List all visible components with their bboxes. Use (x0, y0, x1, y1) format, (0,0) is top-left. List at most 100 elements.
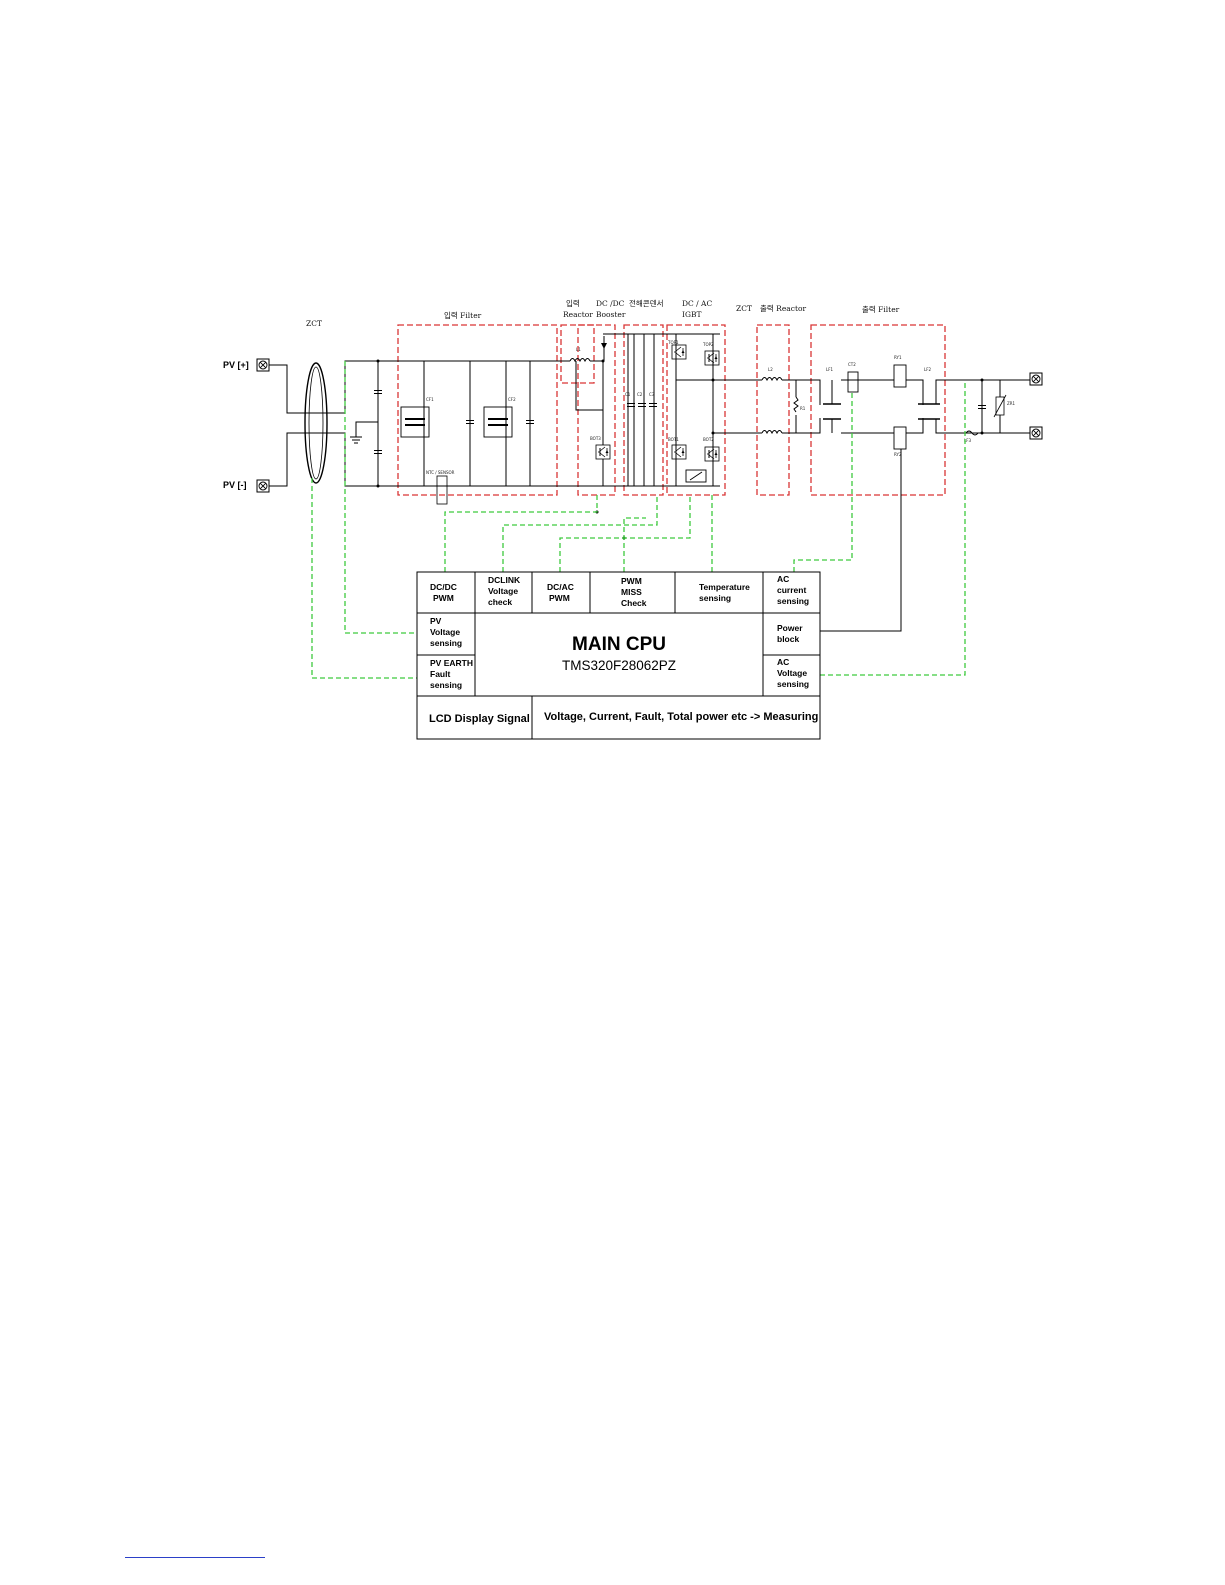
cell-line: AC (777, 574, 789, 584)
reactor-l1-icon (569, 358, 591, 362)
cell-line: DC/DC (430, 582, 457, 592)
output-filter-label: 출력 Filter (862, 304, 900, 314)
zct-output-label: ZCT (736, 304, 752, 313)
dc-ac-label-2: IGBT (682, 310, 701, 319)
main-cpu-block: DC/DC PWM DCLINK Voltage check DC/AC PWM… (416, 571, 821, 740)
bot3-label: BOT3 (590, 436, 601, 441)
cell-line: PV EARTH (430, 658, 473, 668)
cpu-cell-power-block: Power block (777, 623, 803, 644)
dc-ac-pwm-signal (559, 495, 691, 572)
cell-line: PV (430, 616, 442, 626)
cell-line: PWM (549, 593, 570, 603)
lf3-label: LF3 (964, 438, 972, 443)
cell-line: block (777, 634, 799, 644)
ac-output-n-connector-icon (1029, 426, 1043, 440)
booster-switch-icon (595, 444, 611, 460)
top1-label: TOP1 (667, 340, 679, 345)
output-reactor-block (756, 324, 790, 496)
cell-line: DC/AC (547, 582, 574, 592)
cell-line: sensing (699, 593, 731, 603)
cpu-title: MAIN CPU (572, 634, 666, 655)
c3-label: C3 (649, 392, 655, 397)
cpu-cell-pv-earth-fault: PV EARTH Fault sensing (430, 658, 473, 690)
cpu-cell-dcdc-pwm: DC/DC PWM (430, 582, 457, 603)
relay-ry1-icon (893, 364, 907, 388)
output-reactor-label: 출력 Reactor (760, 303, 806, 313)
cell-line: PWM (621, 576, 642, 586)
ry1-label: RY1 (894, 355, 902, 360)
lf1-label: LF1 (826, 367, 834, 372)
cell-line: Fault (430, 669, 450, 679)
cpu-cell-ac-current: AC current sensing (777, 574, 809, 606)
zct-input-label: ZCT (306, 319, 322, 328)
r1-label: R1 (800, 406, 806, 411)
ry2-label: RY2 (894, 452, 902, 457)
input-reactor-block (560, 324, 595, 384)
dclink-voltage-signal (502, 495, 658, 572)
c1-label: C1 (625, 392, 631, 397)
cell-line: sensing (777, 679, 809, 689)
cell-line: Temperature (699, 582, 750, 592)
bot1-label: BOT1 (668, 437, 679, 442)
lf2-label: LF2 (924, 367, 932, 372)
pv-minus-label: PV [-] (223, 480, 247, 490)
cell-line: sensing (777, 596, 809, 606)
measuring-label: Voltage, Current, Fault, Total power etc… (544, 711, 818, 723)
capacitor-label: 전해콘덴서 (629, 298, 664, 308)
ac-voltage-signal (820, 380, 966, 676)
cell-line: sensing (430, 680, 462, 690)
svg-text:CF2: CF2 (508, 397, 516, 402)
cpu-cell-temperature: Temperature sensing (699, 582, 750, 603)
cpu-cell-dclink-voltage: DCLINK Voltage check (488, 575, 521, 607)
cell-line: sensing (430, 638, 462, 648)
cell-line: Voltage (777, 668, 807, 678)
top2-label: TOP2 (702, 342, 714, 347)
zct-ring-icon (304, 362, 328, 484)
igbt-bot1-icon (671, 444, 687, 460)
output-filter-block (810, 324, 946, 496)
cell-line: PWM (433, 593, 454, 603)
reactor-l2-bottom-icon (761, 430, 783, 434)
ac-output-l-connector-icon (1029, 372, 1043, 386)
pv-voltage-signal (344, 361, 417, 634)
cpu-cell-dcac-pwm: DC/AC PWM (547, 582, 574, 603)
section-labels: ZCT 입력 Filter 입력 Reactor DC /DC Booster … (306, 298, 900, 328)
pv-minus-connector-icon (256, 479, 270, 493)
lcd-display-signal-label: LCD Display Signal (429, 713, 530, 725)
power-circuit: CF1 CF2 NTC / SENSOR L1 BOT3 C1 C2 C3 (269, 333, 1030, 540)
fuse-icon (965, 430, 979, 436)
signal-lines (311, 361, 966, 679)
svg-text:NTC / SENSOR: NTC / SENSOR (426, 470, 455, 475)
pv-plus-connector-icon (256, 358, 270, 372)
pv-minus-terminal: PV [-] (223, 479, 270, 493)
cell-line: AC (777, 657, 789, 667)
input-filter-label: 입력 Filter (444, 311, 482, 320)
svg-text:CF1: CF1 (426, 397, 434, 402)
cpu-cell-ac-voltage: AC Voltage sensing (777, 657, 809, 689)
l1-label: L1 (576, 347, 581, 352)
cell-line: check (488, 597, 512, 607)
igbt-bot2-icon (704, 446, 720, 462)
ct2-label: CT2 (848, 362, 856, 367)
cell-line: Power (777, 623, 803, 633)
ct-sensor-icon (847, 371, 859, 393)
cell-line: Check (621, 598, 647, 608)
dc-dc-label-2: Booster (596, 310, 626, 319)
zr1-label: ZR1 (1007, 401, 1016, 406)
input-filter-block (397, 324, 558, 496)
input-reactor-label: 입력 (566, 299, 580, 308)
cell-line: DCLINK (488, 575, 521, 585)
input-reactor-label-2: Reactor (563, 310, 593, 319)
footer-rule (125, 1557, 265, 1558)
igbt-top2-icon (704, 350, 720, 366)
pv-plus-terminal: PV [+] (223, 358, 270, 372)
dc-dc-label: DC /DC (596, 299, 625, 308)
cpu-cell-pv-voltage: PV Voltage sensing (430, 616, 462, 648)
ac-current-signal (793, 392, 853, 572)
pwm-miss-signal (623, 517, 646, 572)
l2-label: L2 (768, 367, 773, 372)
capacitor-block (623, 324, 664, 496)
dc-ac-igbt-block (666, 324, 726, 496)
bot2-label: BOT2 (703, 437, 714, 442)
